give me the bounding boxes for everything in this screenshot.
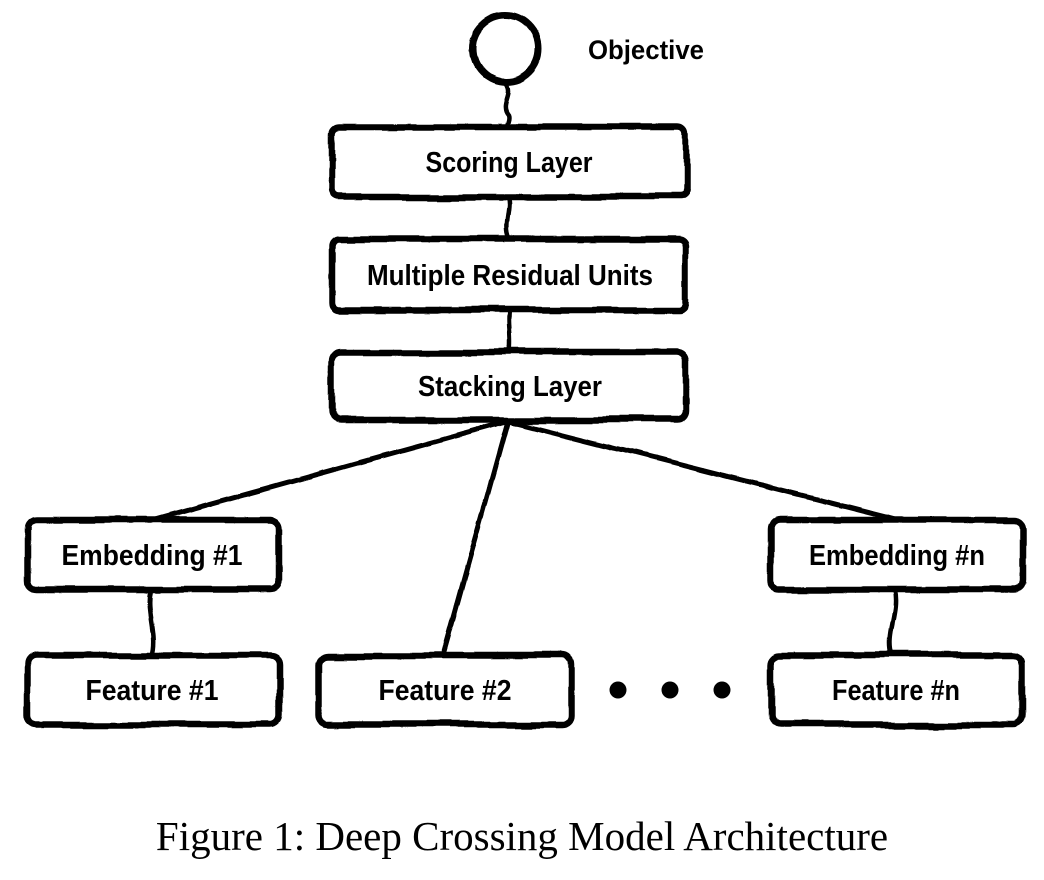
connector-embeddingN-featureN (888, 588, 899, 658)
connector-scoring-residual (505, 194, 513, 241)
objective-node (469, 12, 543, 86)
node-box-feature-2 (315, 651, 575, 729)
node-box-embedding-n (767, 516, 1026, 594)
node-label-feature-1: Feature #1 (86, 675, 219, 707)
objective-label: Objective (588, 35, 704, 65)
connector-embedding1-feature1 (147, 588, 156, 658)
node-label-multiple-residual-units: Multiple Residual Units (367, 260, 653, 292)
node-label-feature-2: Feature #2 (379, 675, 512, 707)
node-label-embedding-1: Embedding #1 (62, 540, 243, 572)
node-box-embedding-1 (24, 516, 284, 594)
figure-caption: Figure 1: Deep Crossing Model Architectu… (155, 813, 889, 859)
node-box-scoring-layer (328, 123, 690, 201)
connector-objective-scoring (501, 81, 510, 131)
ellipsis-dot (609, 681, 627, 699)
connector-stacking-embedding-n (505, 418, 896, 522)
ellipsis-icon (609, 681, 731, 699)
node-box-stacking-layer (328, 348, 690, 424)
connector-stacking-embedding-1 (152, 418, 511, 522)
node-label-stacking-layer: Stacking Layer (418, 371, 602, 403)
ellipsis-dot (713, 681, 731, 699)
node-box-feature-n (767, 651, 1025, 729)
node-label-feature-n: Feature #n (832, 675, 960, 707)
connector-residual-stacking (506, 308, 512, 355)
node-label-scoring-layer: Scoring Layer (426, 147, 593, 179)
ellipsis-dot (661, 681, 679, 699)
node-box-multiple-residual-units (328, 235, 690, 314)
node-label-embedding-n: Embedding #n (809, 540, 985, 572)
node-box-feature-1 (24, 651, 284, 729)
connector-stacking-feature-2 (440, 418, 511, 658)
